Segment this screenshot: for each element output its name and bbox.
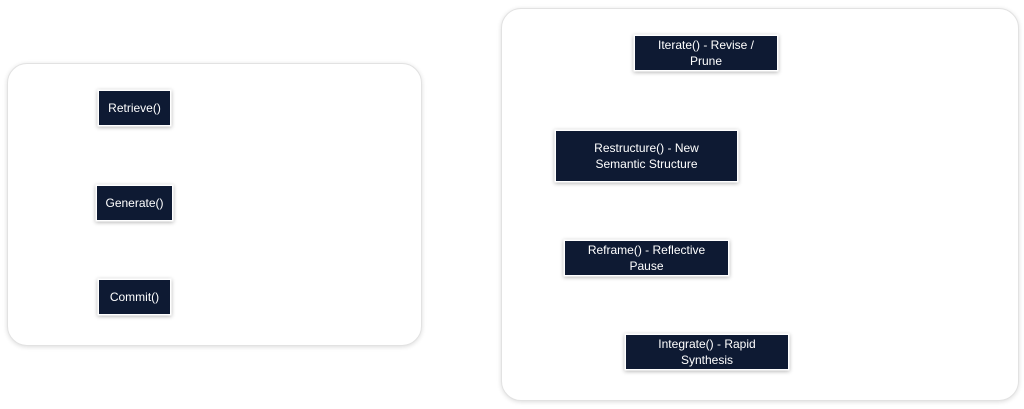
left-group-panel <box>7 63 422 346</box>
restructure-node[interactable]: Restructure() - New Semantic Structure <box>556 131 737 181</box>
integrate-node[interactable]: Integrate() - Rapid Synthesis <box>626 335 788 369</box>
commit-node[interactable]: Commit() <box>99 280 170 314</box>
iterate-node-label: Iterate() - Revise / Prune <box>657 38 755 68</box>
generate-node[interactable]: Generate() <box>97 186 172 220</box>
retrieve-node-label: Retrieve() <box>108 101 161 115</box>
retrieve-node[interactable]: Retrieve() <box>99 91 170 125</box>
reframe-node-label: Reframe() - Reflective Pause <box>587 243 706 273</box>
commit-node-label: Commit() <box>109 290 160 304</box>
restructure-node-label: Restructure() - New Semantic Structure <box>594 141 699 171</box>
iterate-node[interactable]: Iterate() - Revise / Prune <box>635 36 777 70</box>
reframe-node[interactable]: Reframe() - Reflective Pause <box>565 241 728 275</box>
generate-node-label: Generate() <box>105 196 164 210</box>
integrate-node-label: Integrate() - Rapid Synthesis <box>658 337 756 367</box>
